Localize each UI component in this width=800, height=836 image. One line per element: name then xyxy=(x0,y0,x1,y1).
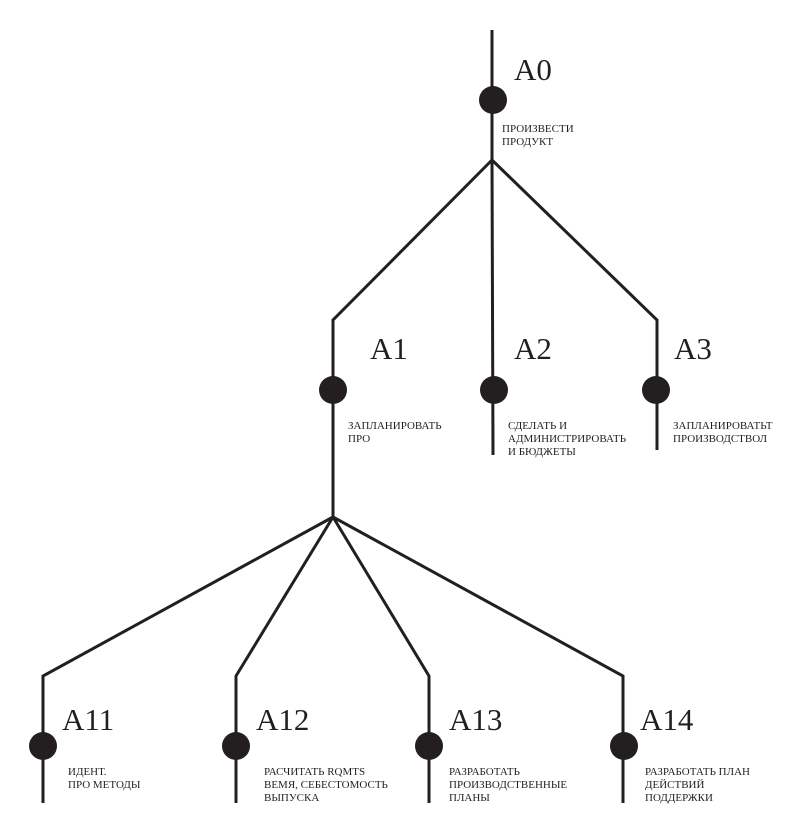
node-dot-A12 xyxy=(222,732,250,760)
node-id-A12: A12 xyxy=(256,702,309,737)
node-dot-A13 xyxy=(415,732,443,760)
edge-A1-A11 xyxy=(41,515,334,803)
node-label-A12: РАСЧИТАТЬ RQMTS ВЕМЯ, СЕБЕСТОМОСТЬ ВЫПУС… xyxy=(264,766,388,804)
node-label-A2: СДЕЛАТЬ И АДМИНИСТРИРОВАТЬ И БЮДЖЕТЫ xyxy=(508,420,627,458)
node-label-A11: ИДЕНТ. ПрО МЕТОДЫ xyxy=(68,766,141,791)
node-id-A0: A0 xyxy=(514,52,552,87)
node-id-A14: A14 xyxy=(640,702,694,737)
node-dot-A3 xyxy=(642,376,670,404)
node-label-A0: ПРОИЗВЕСТИ ПРОДУКТ xyxy=(502,123,574,148)
node-dot-A14 xyxy=(610,732,638,760)
edge-A0-A2 xyxy=(490,159,495,456)
edge-A1-A14 xyxy=(332,515,625,803)
node-label-A1: ЗАПЛАНИРОВАТЬ ПрО xyxy=(348,420,442,445)
node-id-A3: A3 xyxy=(674,331,712,366)
node-dot-A2 xyxy=(480,376,508,404)
edge-A1-A12 xyxy=(234,516,335,803)
node-label-A14: РАЗРАБОТАТЬ ПЛАН ДЕЙСТВИЙ ПОДДЕРЖКИ xyxy=(645,766,750,804)
node-dot-A0 xyxy=(479,86,507,114)
edge-A1-A13 xyxy=(331,516,431,803)
node-id-A13: A13 xyxy=(449,702,502,737)
tree-edges xyxy=(41,30,659,803)
node-label-A13: РАЗРАБОТАТЬ ПРОИЗВОДСТВЕННЫЕ ПЛАНЫ xyxy=(449,766,568,804)
edge-A0-A3 xyxy=(490,158,659,450)
node-id-A2: A2 xyxy=(514,331,552,366)
node-id-A1: A1 xyxy=(370,331,408,366)
node-dot-A11 xyxy=(29,732,57,760)
node-label-A3: ЗАПЛАНИРОВАТЬТ ПРОИЗВОДСТВОЛ xyxy=(673,420,773,445)
node-dot-A1 xyxy=(319,376,347,404)
edge-A0-A1 xyxy=(331,158,494,390)
node-id-A11: A11 xyxy=(62,702,114,737)
